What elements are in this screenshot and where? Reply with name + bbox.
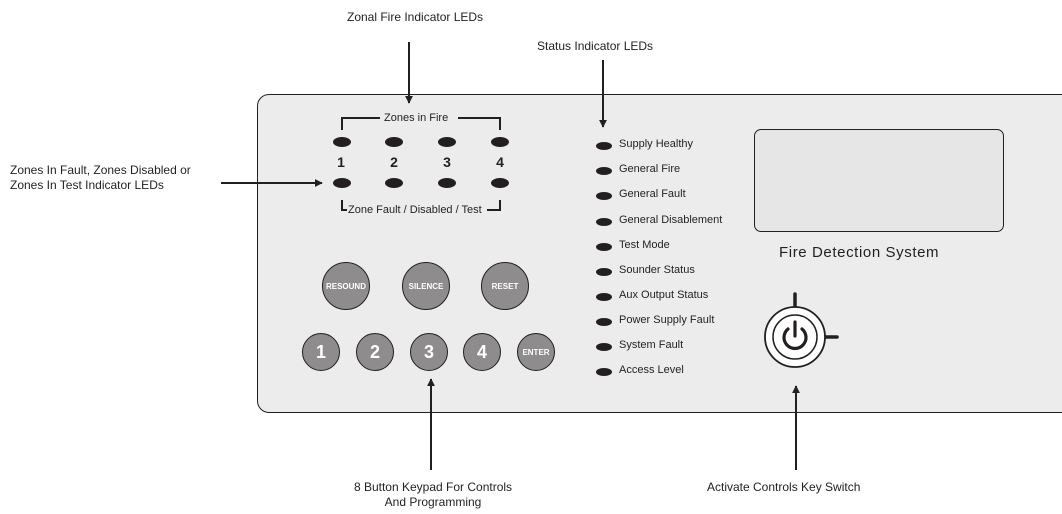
callout-key-switch: Activate Controls Key Switch [707, 480, 861, 494]
zone-number-1: 1 [337, 154, 345, 170]
enter-button[interactable]: ENTER [517, 333, 555, 371]
zone-number-4: 4 [496, 154, 504, 170]
zone-fire-led-4 [491, 137, 509, 147]
lcd-display [754, 129, 1004, 232]
status-led-access-level [596, 368, 612, 376]
zone-fault-led-3 [438, 178, 456, 188]
zone-fault-label: Zone Fault / Disabled / Test [348, 204, 482, 216]
status-led-supply-healthy [596, 142, 612, 150]
zone-fault-led-4 [491, 178, 509, 188]
status-led-system-fault [596, 343, 612, 351]
status-label-general-disablement: General Disablement [619, 214, 723, 226]
resound-button[interactable]: RESOUND [322, 262, 370, 310]
status-label-test-mode: Test Mode [619, 239, 670, 251]
reset-button[interactable]: RESET [481, 262, 529, 310]
keypad-button-1[interactable]: 1 [302, 333, 340, 371]
callout-zone-fault-line1: Zones In Fault, Zones Disabled or [10, 163, 191, 177]
key-switch[interactable] [764, 292, 839, 368]
zones-in-fire-bracket [341, 117, 501, 130]
status-label-sounder-status: Sounder Status [619, 264, 695, 276]
zone-fault-led-2 [385, 178, 403, 188]
callout-status-leds: Status Indicator LEDs [537, 39, 654, 53]
zones-in-fire-label: Zones in Fire [384, 112, 449, 124]
status-led-general-fire [596, 167, 612, 175]
silence-button[interactable]: SILENCE [402, 262, 450, 310]
keypad-button-3[interactable]: 3 [410, 333, 448, 371]
status-label-aux-output-status: Aux Output Status [619, 289, 709, 301]
status-label-system-fault: System Fault [619, 339, 684, 351]
callout-keypad: 8 Button Keypad For Controls And Program… [338, 480, 528, 510]
keypad-button-4[interactable]: 4 [463, 333, 501, 371]
power-icon [782, 327, 808, 351]
callout-zone-fault-leds: Zones In Fault, Zones Disabled or Zones … [10, 163, 191, 193]
status-label-general-fault: General Fault [619, 188, 686, 200]
system-name-label: Fire Detection System [779, 244, 940, 261]
status-led-general-disablement [596, 218, 612, 226]
callout-keypad-line2: And Programming [384, 495, 482, 509]
status-led-general-fault [596, 192, 612, 200]
zone-fire-led-2 [385, 137, 403, 147]
status-led-aux-output-status [596, 293, 612, 301]
status-label-access-level: Access Level [619, 364, 684, 376]
keypad-button-2[interactable]: 2 [356, 333, 394, 371]
zone-fire-led-1 [333, 137, 351, 147]
status-led-test-mode [596, 243, 612, 251]
zone-fire-led-3 [438, 137, 456, 147]
status-label-general-fire: General Fire [619, 163, 681, 175]
zone-number-3: 3 [443, 154, 451, 170]
callout-keypad-line1: 8 Button Keypad For Controls [353, 480, 513, 494]
status-led-sounder-status [596, 268, 612, 276]
zone-fault-bracket [341, 200, 501, 211]
zone-fault-led-1 [333, 178, 351, 188]
status-label-supply-healthy: Supply Healthy [619, 138, 693, 150]
callout-zone-fault-line2: Zones In Test Indicator LEDs [10, 178, 164, 192]
status-label-power-supply-fault: Power Supply Fault [619, 314, 715, 326]
callout-zonal-fire-leds: Zonal Fire Indicator LEDs [347, 10, 484, 24]
status-led-power-supply-fault [596, 318, 612, 326]
zone-number-2: 2 [390, 154, 398, 170]
